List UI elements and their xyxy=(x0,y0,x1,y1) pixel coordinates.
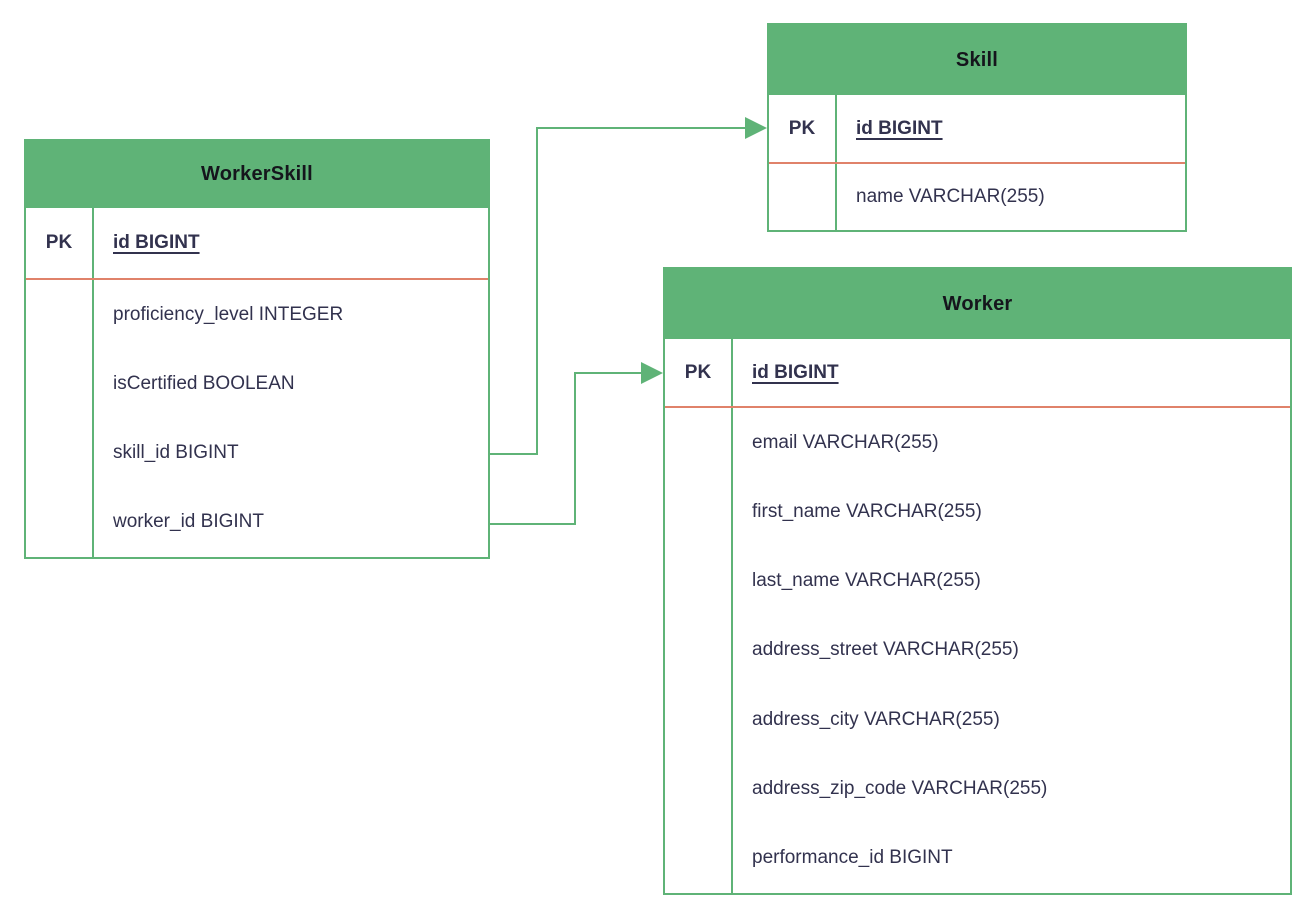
field-label: address_street VARCHAR(255) xyxy=(752,639,1019,661)
key-cell-empty xyxy=(665,823,733,893)
field-label: first_name VARCHAR(255) xyxy=(752,500,982,522)
entity-skill-title: Skill xyxy=(955,48,999,71)
table-row: last_name VARCHAR(255) xyxy=(665,546,1290,616)
key-cell-empty xyxy=(26,418,94,488)
field-label: name VARCHAR(255) xyxy=(856,186,1045,207)
key-cell-empty xyxy=(665,615,733,686)
table-row: skill_id BIGINT xyxy=(26,418,488,488)
table-row: first_name VARCHAR(255) xyxy=(665,477,1290,547)
entity-worker-header: Worker xyxy=(665,269,1290,339)
table-row: isCertified BOOLEAN xyxy=(26,349,488,419)
field-label: last_name VARCHAR(255) xyxy=(752,570,981,592)
field-label: worker_id BIGINT xyxy=(113,511,264,533)
table-row: address_street VARCHAR(255) xyxy=(665,615,1290,686)
entity-workerskill-header: WorkerSkill xyxy=(26,141,488,208)
key-cell-empty xyxy=(665,408,733,478)
key-cell-empty xyxy=(26,349,94,419)
table-row: worker_id BIGINT xyxy=(26,487,488,557)
field-label: proficiency_level INTEGER xyxy=(113,303,344,325)
entity-skill: Skill PK id BIGINT name VARCHAR(255) xyxy=(767,23,1187,232)
connector-workerskill-worker xyxy=(490,372,642,525)
field-label: address_zip_code VARCHAR(255) xyxy=(752,778,1048,800)
entity-workerskill: WorkerSkill PK id BIGINT proficiency_lev… xyxy=(24,139,490,559)
key-cell-empty xyxy=(665,754,733,824)
field-label: email VARCHAR(255) xyxy=(752,431,939,453)
field-label: performance_id BIGINT xyxy=(752,847,953,869)
entity-worker-title: Worker xyxy=(942,292,1013,315)
key-cell-empty xyxy=(26,280,94,350)
key-cell-empty xyxy=(665,685,733,755)
entity-skill-pk-row: PK id BIGINT xyxy=(769,95,1185,164)
entity-workerskill-pk-field: id BIGINT xyxy=(113,232,200,253)
key-cell-empty xyxy=(665,546,733,616)
field-label: isCertified BOOLEAN xyxy=(113,372,295,394)
table-row: address_zip_code VARCHAR(255) xyxy=(665,754,1290,824)
entity-workerskill-pk-row: PK id BIGINT xyxy=(26,208,488,280)
connector-workerskill-worker-arrowhead-icon xyxy=(641,362,663,384)
entity-worker: Worker PK id BIGINT email VARCHAR(255) f… xyxy=(663,267,1292,895)
pk-badge: PK xyxy=(665,339,733,406)
key-cell-empty xyxy=(665,477,733,547)
pk-badge: PK xyxy=(769,95,837,162)
field-label: skill_id BIGINT xyxy=(113,442,239,464)
entity-worker-pk-row: PK id BIGINT xyxy=(665,339,1290,408)
entity-workerskill-title: WorkerSkill xyxy=(201,163,313,185)
connector-workerskill-skill-arrowhead-icon xyxy=(745,117,767,139)
key-cell-empty xyxy=(769,164,837,230)
entity-worker-pk-field: id BIGINT xyxy=(752,361,839,383)
entity-skill-header: Skill xyxy=(769,25,1185,95)
key-cell-empty xyxy=(26,487,94,557)
table-row: name VARCHAR(255) xyxy=(769,164,1185,230)
table-row: email VARCHAR(255) xyxy=(665,408,1290,478)
entity-skill-pk-field: id BIGINT xyxy=(856,117,943,139)
field-label: address_city VARCHAR(255) xyxy=(752,708,1000,730)
pk-badge: PK xyxy=(26,208,94,278)
table-row: performance_id BIGINT xyxy=(665,823,1290,893)
table-row: address_city VARCHAR(255) xyxy=(665,685,1290,755)
table-row: proficiency_level INTEGER xyxy=(26,280,488,350)
